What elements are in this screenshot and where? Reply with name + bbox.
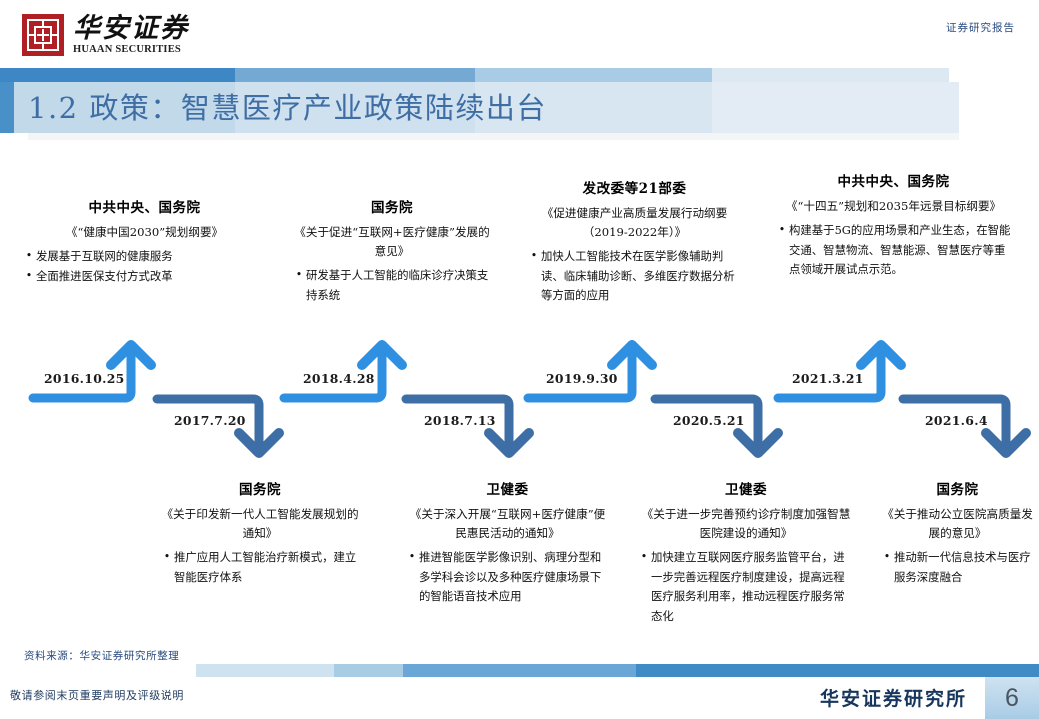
event-bullets: • 推广应用人工智能治疗新模式，建立智能医疗体系	[160, 548, 360, 587]
event-document: 《关于深入开展“互联网+医疗健康”便民惠民活动的通知》	[409, 507, 606, 541]
footer-band-0	[0, 664, 196, 677]
event-bullets: • 加快人工智能技术在医学影像辅助判读、临床辅助诊断、多维医疗数据分析等方面的应…	[527, 247, 742, 306]
event-issuer: 卫健委	[486, 482, 529, 498]
event-card-bottom-3: 卫健委 《关于进一步完善预约诊疗制度加强智慧医院建设的通知》 • 加快建立互联网…	[637, 478, 855, 627]
title-background-band	[0, 82, 959, 133]
event-card-bottom-1: 国务院 《关于印发新一代人工智能发展规划的通知》 • 推广应用人工智能治疗新模式…	[160, 478, 360, 587]
bullet-dot-icon: •	[640, 550, 648, 564]
bullet-dot-icon: •	[25, 249, 33, 263]
event-card-top-3: 发改委等21部委 《促进健康产业高质量发展行动纲要（2019-2022年）》 •…	[527, 177, 742, 306]
event-issuer: 中共中央、国务院	[88, 200, 201, 216]
event-document: 《“十四五”规划和2035年远景目标纲要》	[785, 199, 1002, 213]
footer-band-4	[636, 664, 1039, 677]
bullet-text: 全面推进医保支付方式改革	[36, 268, 173, 283]
page-number: 6	[1005, 683, 1019, 712]
logo-chinese-name: 华安证券	[73, 12, 189, 44]
bullet-text: 研发基于人工智能的临床诊疗决策支持系统	[306, 268, 489, 302]
event-card-bottom-4: 国务院 《关于推动公立医院高质量发展的意见》 • 推动新一代信息技术与医疗服务深…	[880, 478, 1035, 587]
bullet-text: 发展基于互联网的健康服务	[36, 249, 173, 264]
title-band-2	[235, 82, 475, 133]
report-type-label: 证券研究报告	[946, 22, 1015, 34]
date-label-2016-10-25: 2016.10.25	[44, 371, 125, 386]
footer-band-3	[403, 664, 636, 677]
bullet-item: • 加快建立互联网医疗服务监管平台，进一步完善远程医疗制度建设，提高远程医疗服务…	[637, 548, 855, 626]
footer-band-1	[196, 664, 334, 677]
event-bullets: • 构建基于5G的应用场景和产业生态，在智能交通、智慧物流、智慧能源、智慧医疗等…	[775, 221, 1012, 280]
event-issuer: 国务院	[239, 482, 281, 498]
bullet-item: • 全面推进医保支付方式改革	[22, 267, 267, 287]
date-label-2018-07-13: 2018.7.13	[424, 413, 496, 428]
event-document: 《“健康中国2030”规划纲要》	[65, 225, 224, 239]
footer-disclaimer: 敬请参阅末页重要声明及评级说明	[10, 689, 184, 702]
footer-color-bands	[0, 664, 1039, 677]
page-number-box: 6	[985, 677, 1039, 719]
header-band-2	[235, 68, 475, 82]
bullet-dot-icon: •	[295, 268, 303, 282]
bullet-dot-icon: •	[408, 550, 416, 564]
bullet-text: 推广应用人工智能治疗新模式，建立智能医疗体系	[174, 550, 357, 584]
bullet-dot-icon: •	[778, 223, 786, 237]
logo-english-name: HUAAN SECURITIES	[73, 43, 181, 55]
date-label-2017-07-20: 2017.7.20	[174, 413, 246, 428]
header-band-3	[475, 68, 712, 82]
event-card-top-4: 中共中央、国务院 《“十四五”规划和2035年远景目标纲要》 • 构建基于5G的…	[775, 170, 1012, 280]
title-band-1	[14, 82, 235, 133]
date-label-2020-05-21: 2020.5.21	[673, 413, 745, 428]
event-document: 《关于印发新一代人工智能发展规划的通知》	[161, 507, 359, 541]
bullet-item: • 发展基于互联网的健康服务	[22, 247, 267, 267]
source-note: 资料来源：华安证券研究所整理	[24, 650, 180, 662]
event-document: 《关于进一步完善预约诊疗制度加强智慧医院建设的通知》	[641, 507, 851, 541]
page-title: 1.2 政策：智慧医疗产业政策陆续出台	[28, 91, 547, 125]
bullet-item: • 推进智能医学影像识别、病理分型和多学科会诊以及多种医疗健康场景下的智能语音技…	[405, 548, 610, 607]
bullet-text: 推进智能医学影像识别、病理分型和多学科会诊以及多种医疗健康场景下的智能语音技术应…	[419, 550, 602, 604]
event-issuer: 国务院	[371, 200, 413, 216]
date-label-2021-03-21: 2021.3.21	[792, 371, 864, 386]
bullet-dot-icon: •	[530, 249, 538, 263]
bullet-item: • 构建基于5G的应用场景和产业生态，在智能交通、智慧物流、智慧能源、智慧医疗等…	[775, 221, 1012, 280]
event-bullets: • 研发基于人工智能的临床诊疗决策支持系统	[292, 266, 492, 305]
event-document: 《促进健康产业高质量发展行动纲要（2019-2022年）》	[541, 206, 728, 240]
bullet-dot-icon: •	[25, 268, 33, 282]
bullet-text: 加快人工智能技术在医学影像辅助判读、临床辅助诊断、多维医疗数据分析等方面的应用	[541, 249, 735, 303]
event-bullets: • 推进智能医学影像识别、病理分型和多学科会诊以及多种医疗健康场景下的智能语音技…	[405, 548, 610, 607]
event-document: 《关于促进“互联网+医疗健康”发展的意见》	[294, 225, 490, 259]
event-bullets: • 推动新一代信息技术与医疗服务深度融合	[880, 548, 1035, 587]
bullet-dot-icon: •	[883, 550, 891, 564]
bullet-item: • 推动新一代信息技术与医疗服务深度融合	[880, 548, 1035, 587]
event-issuer: 卫健委	[725, 482, 767, 498]
footer-band-2	[334, 664, 403, 677]
event-card-top-2: 国务院 《关于促进“互联网+医疗健康”发展的意见》 • 研发基于人工智能的临床诊…	[292, 196, 492, 305]
event-document: 《关于推动公立医院高质量发展的意见》	[882, 507, 1033, 541]
bullet-item: • 推广应用人工智能治疗新模式，建立智能医疗体系	[160, 548, 360, 587]
footer-brand: 华安证券研究所	[819, 688, 967, 710]
date-label-2021-06-04: 2021.6.4	[925, 413, 988, 428]
event-issuer: 发改委等21部委	[582, 181, 687, 197]
bullet-item: • 研发基于人工智能的临床诊疗决策支持系统	[292, 266, 492, 305]
header-color-bands	[0, 68, 1039, 82]
bullet-text: 构建基于5G的应用场景和产业生态，在智能交通、智慧物流、智慧能源、智慧医疗等重点…	[789, 223, 1011, 277]
event-card-bottom-2: 卫健委 《关于深入开展“互联网+医疗健康”便民惠民活动的通知》 • 推进智能医学…	[405, 478, 610, 607]
bullet-text: 推动新一代信息技术与医疗服务深度融合	[894, 550, 1031, 584]
title-band-3	[475, 82, 712, 133]
title-underline	[28, 133, 959, 140]
company-logo: 华安证券 HUAAN SECURITIES	[22, 14, 189, 56]
header-band-1	[0, 68, 235, 82]
title-band-4	[712, 82, 959, 133]
event-issuer: 中共中央、国务院	[837, 174, 950, 190]
title-band-edge	[0, 82, 14, 133]
bullet-item: • 加快人工智能技术在医学影像辅助判读、临床辅助诊断、多维医疗数据分析等方面的应…	[527, 247, 742, 306]
date-label-2019-09-30: 2019.9.30	[546, 371, 618, 386]
event-card-top-1: 中共中央、国务院 《“健康中国2030”规划纲要》 • 发展基于互联网的健康服务…	[22, 196, 267, 286]
event-bullets: • 发展基于互联网的健康服务 • 全面推进医保支付方式改革	[22, 247, 267, 286]
date-label-2018-04-28: 2018.4.28	[303, 371, 375, 386]
bullet-dot-icon: •	[163, 550, 171, 564]
logo-text: 华安证券 HUAAN SECURITIES	[73, 15, 189, 56]
huaan-logo-icon	[22, 14, 64, 56]
event-issuer: 国务院	[936, 482, 979, 498]
header-band-4	[712, 68, 949, 82]
bullet-text: 加快建立互联网医疗服务监管平台，进一步完善远程医疗制度建设，提高远程医疗服务利用…	[651, 550, 845, 624]
event-bullets: • 加快建立互联网医疗服务监管平台，进一步完善远程医疗制度建设，提高远程医疗服务…	[637, 548, 855, 626]
